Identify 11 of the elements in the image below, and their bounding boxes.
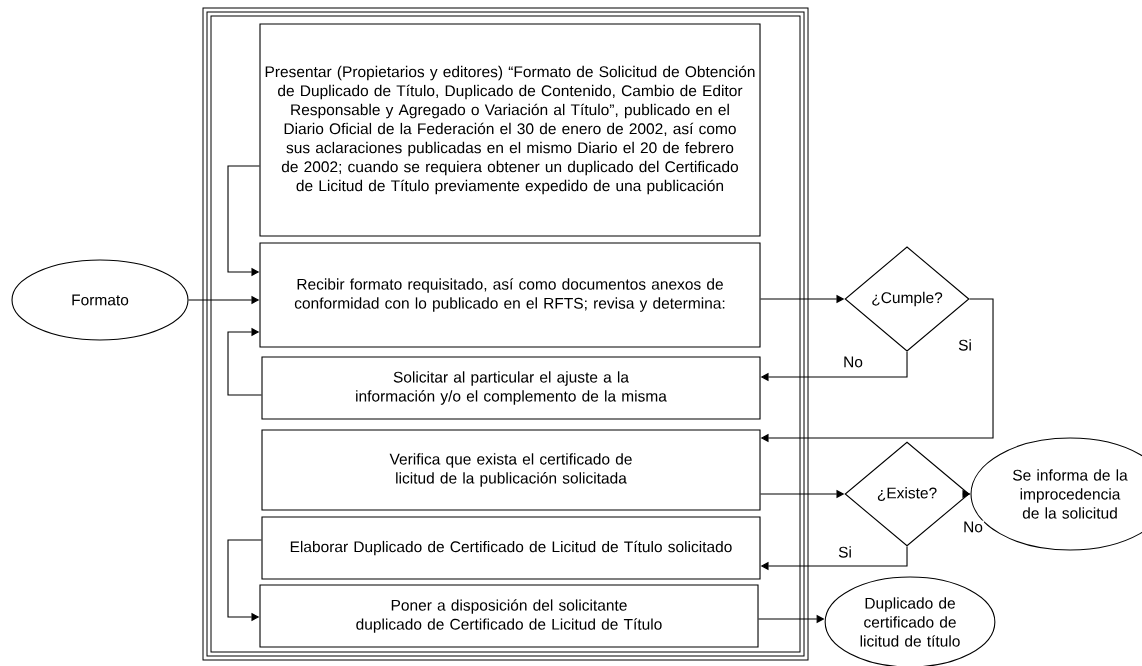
arrow [227,327,262,396]
process-box: Recibir formato requisitado, así como documentos anexos de conformidad con lo publicado en el RFTS; revisa y determina: [259,242,761,348]
process-box: Verifica que exista el certificado de licitud de la publicación solicitada [261,429,761,511]
edge-label: Si [957,338,973,352]
process-box: Elaborar Duplicado de Certificado de Licitud de Título solicitado [261,516,761,580]
process-box: Poner a disposición del solicitante duplicado de Certificado de Licitud de Título [259,584,759,648]
process-box: Solicitar al particular el ajuste a la información y/o el complemento de la misma [261,356,761,420]
edge-label: No [842,355,864,369]
edge-label: Si [837,545,853,559]
process-box: Presentar (Propietarios y editores) “Formato de Solicitud de Obtención de Duplicado de Título, Duplicado de Contenido, Cambio de Editor Responsable y Agregado o Variación al Título”, publicado en el Diario Oficial de la Federación el 30 de enero de 2002, así como sus aclaraciones publicadas en el mismo Diario el 20 de febrero de 2002; cuando se requiera obtener un duplicado del Certificado de Licitud de Título previamente expedido de una publicación [259,23,761,237]
edge-label: No [962,520,984,534]
